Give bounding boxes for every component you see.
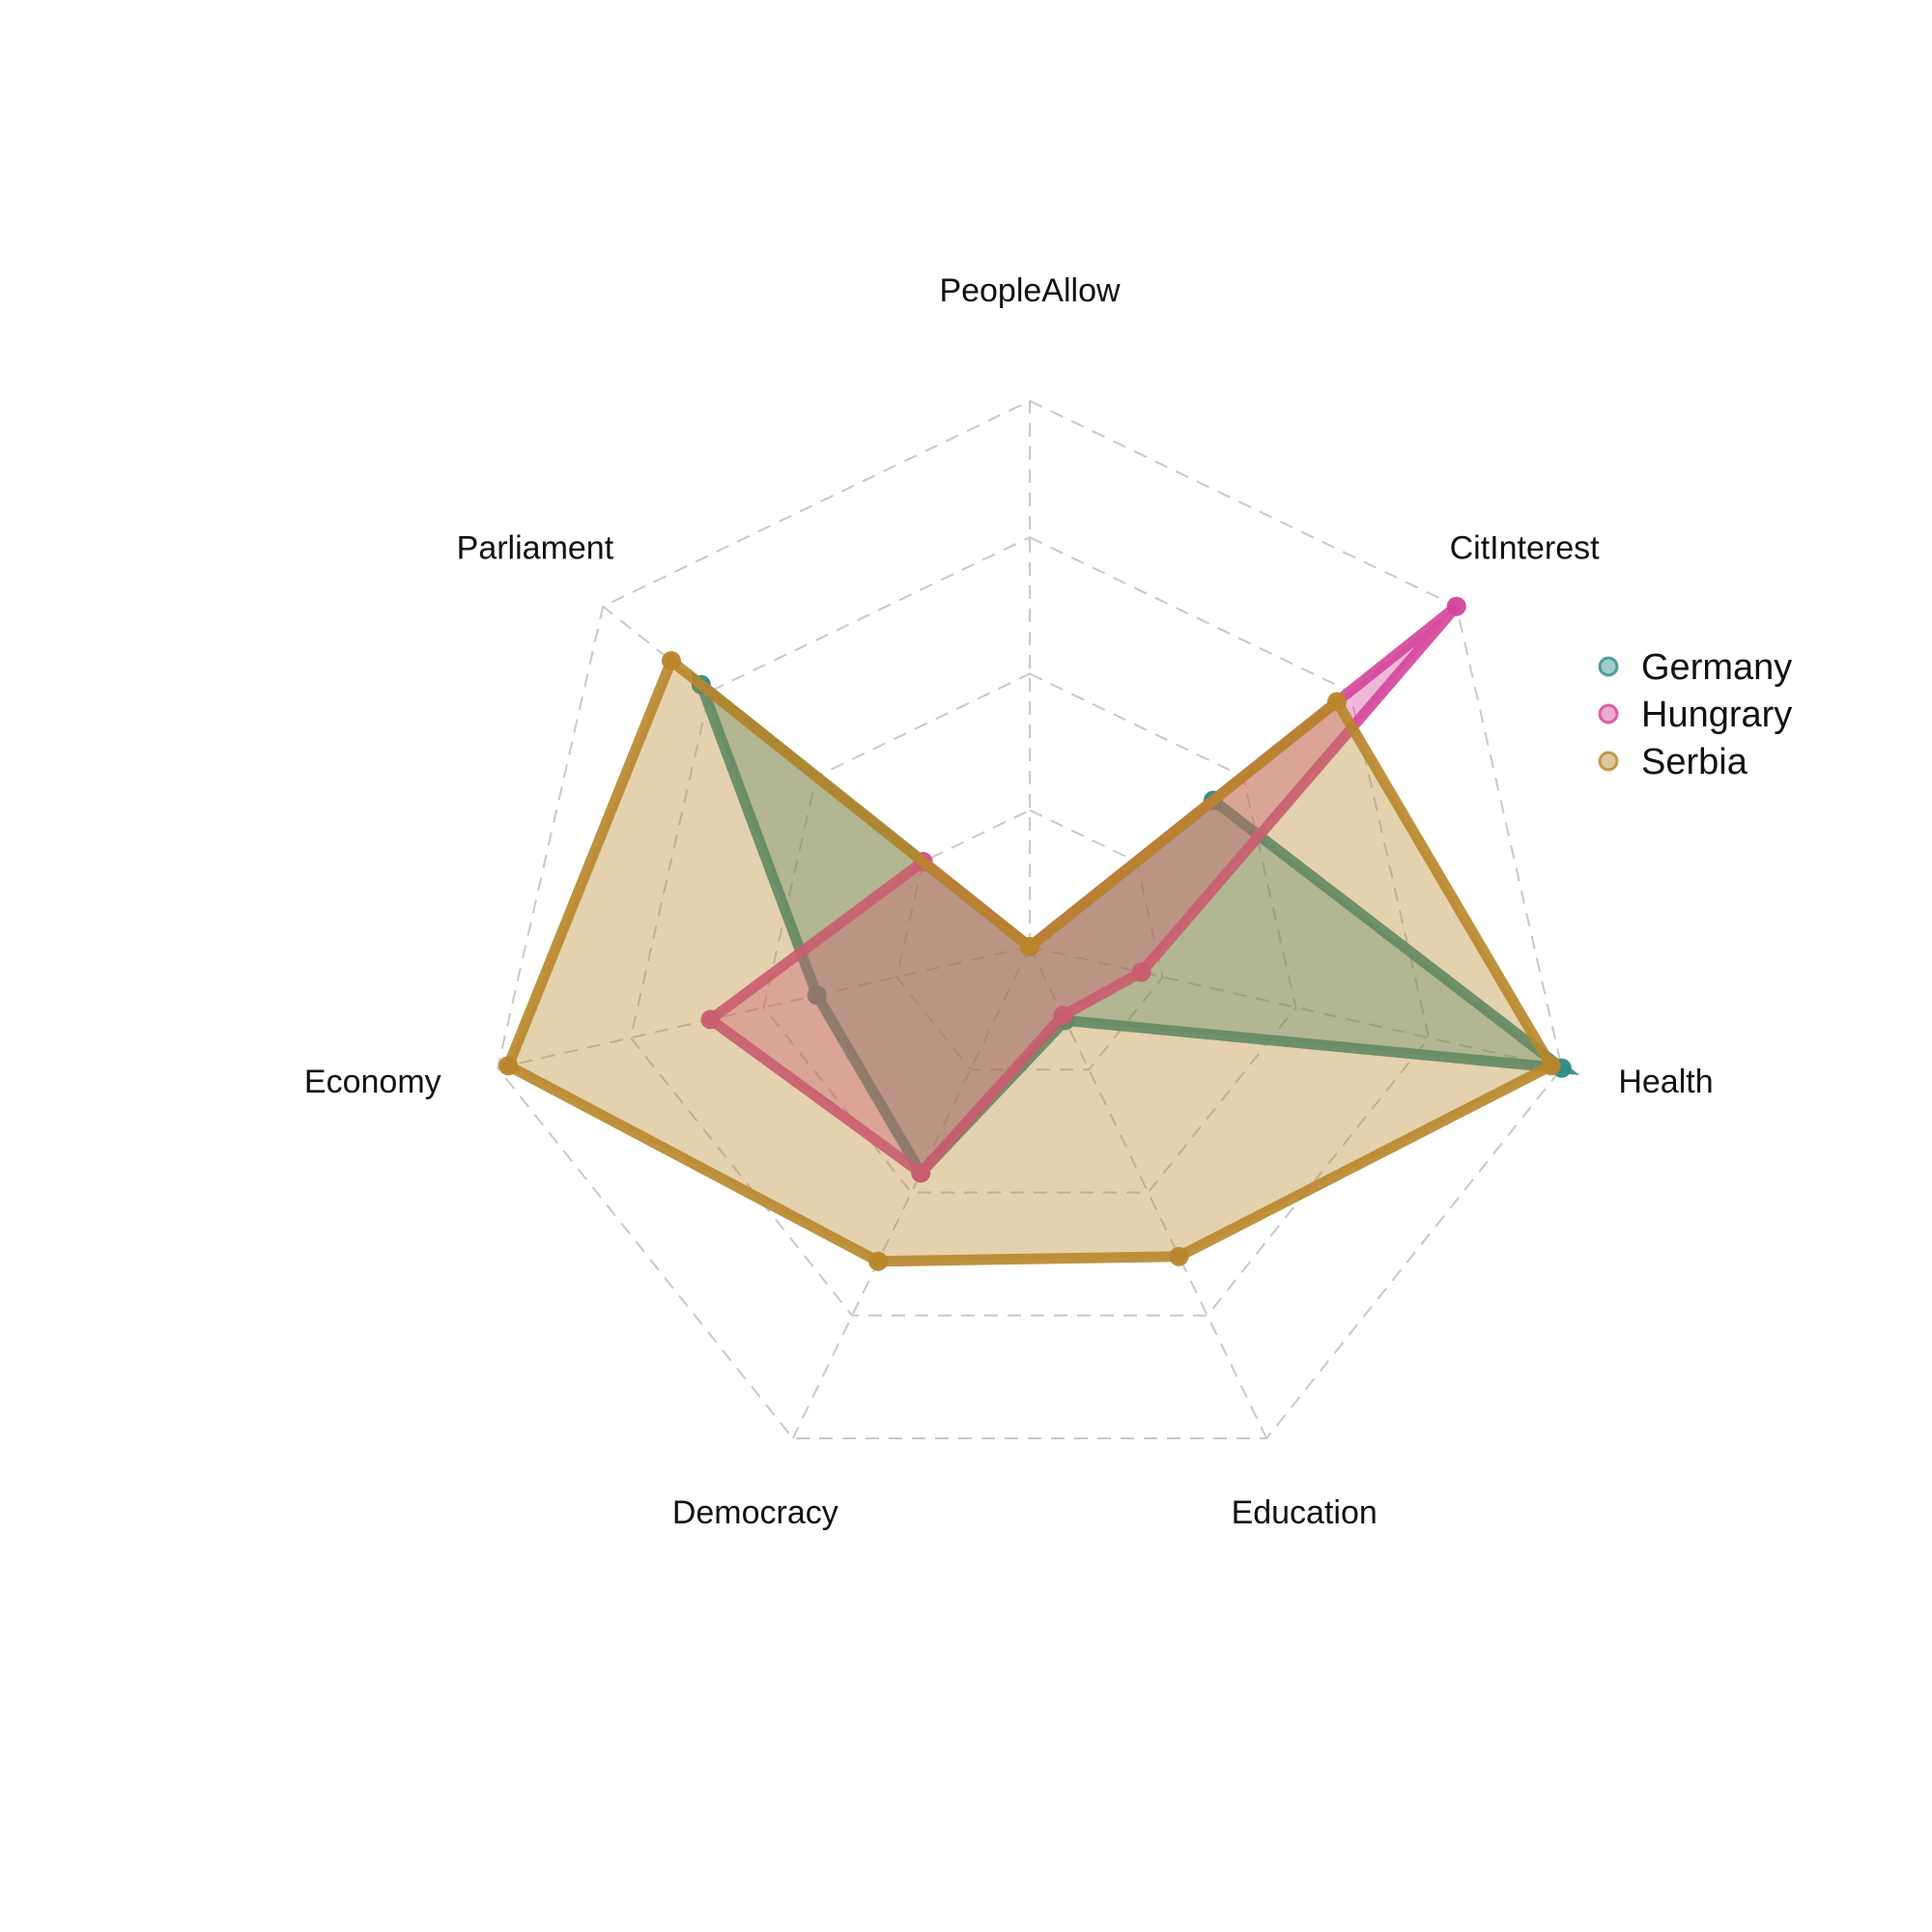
legend-swatch-hungrary [1598,703,1619,724]
data-point-serbia-parliament [661,651,681,671]
legend-swatch-germany [1598,656,1619,677]
radar-grid [497,399,1563,1440]
data-point-serbia-democracy [868,1251,889,1271]
axis-label-citinterest: CitInterest [1450,530,1600,567]
axis-label-peopleallow: PeopleAllow [939,272,1121,309]
axis-label-economy: Economy [304,1064,441,1100]
data-point-serbia-health [1541,1056,1561,1076]
data-point-hungrary-education [1053,1006,1073,1026]
data-point-serbia-citinterest [1327,692,1348,712]
series-serbia [498,651,1561,1271]
series-area-serbia [501,652,1559,1267]
data-point-serbia-education [1169,1246,1189,1266]
grid-ring [497,399,1563,1440]
legend-label-hungrary: Hungrary [1641,695,1792,735]
legend-label-serbia: Serbia [1641,742,1748,782]
data-point-serbia-peopleallow [1020,937,1039,956]
axis-label-parliament: Parliament [457,530,614,567]
axis-label-democracy: Democracy [672,1494,838,1531]
axis-label-education: Education [1232,1494,1378,1531]
data-point-hungrary-democracy [911,1163,931,1183]
series-area-hungrary [701,602,1461,1180]
data-point-hungrary-citinterest [1446,596,1466,616]
radar-series [498,596,1580,1271]
legend-swatch-serbia [1598,751,1619,772]
grid-ring [629,536,1431,1317]
data-point-hungrary-economy [700,1009,721,1030]
data-point-hungrary-health [1131,962,1151,982]
legend-label-germany: Germany [1641,647,1792,688]
data-point-serbia-economy [498,1056,519,1076]
axis-label-health: Health [1618,1064,1713,1100]
data-point-germany-economy [807,985,827,1006]
